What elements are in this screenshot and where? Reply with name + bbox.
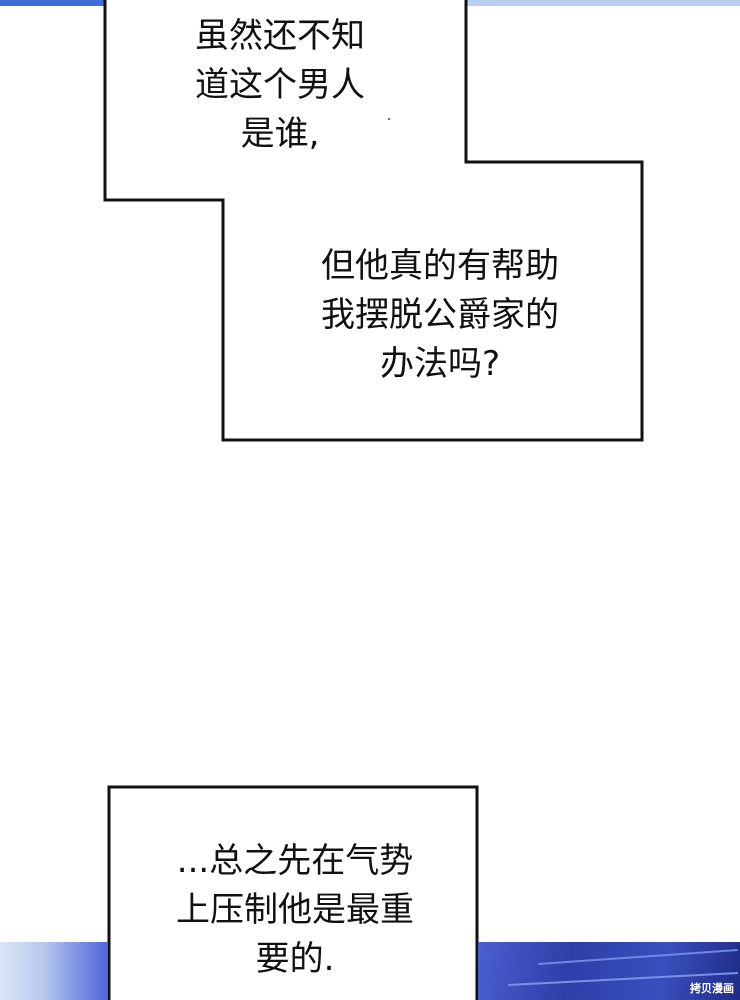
background-scene-bottom-left: [0, 942, 108, 1000]
background-scene-top-right: [466, 0, 740, 6]
stray-dot: [388, 118, 390, 120]
watermark-text: 拷贝漫画: [690, 982, 734, 995]
speech-bubble-text-1: 虽然还不知 道这个男人 是谁,: [195, 16, 365, 154]
speech-bubble-top-outline: [103, 0, 644, 442]
speech-bubble-text-2: 但他真的有帮助 我摆脱公爵家的 办法吗?: [321, 246, 559, 384]
speech-bubble-text-3: ...总之先在气势 上压制他是最重 要的.: [176, 841, 414, 979]
speech-bubble-bottom-outline: [107, 785, 479, 1000]
background-scene-top-left: [0, 0, 106, 6]
background-scene-bottom-right: 拷贝漫画: [478, 942, 740, 1000]
